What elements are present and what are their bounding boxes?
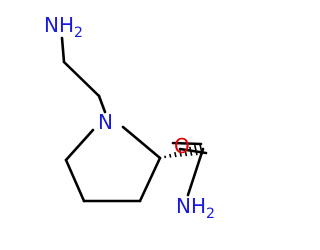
hashed-wedge-dash (198, 143, 204, 155)
hashed-wedge-dash (179, 150, 182, 157)
amine-n-main: NH (44, 13, 74, 37)
molecule-structure: NH2 N O NH2 (44, 13, 215, 222)
atom-label-ring-n: N (98, 110, 113, 134)
bond-c4-to-c5 (64, 158, 86, 203)
hashed-wedge-dash (174, 151, 177, 158)
bond-ethyl-c1-to-c2 (62, 60, 101, 98)
hashed-wedge-dash (184, 148, 188, 157)
bond-carbonyl-c-to-amide-n (186, 147, 205, 197)
hashed-wedge-dash (189, 146, 193, 156)
atom-label-amide-n: NH2 (176, 194, 215, 222)
amide-n-main: NH (176, 194, 206, 218)
bonds (60, 36, 208, 203)
amide-n-subscript: 2 (206, 206, 215, 222)
hashed-wedge-dash (169, 153, 172, 158)
bond-c5-to-ring-n (64, 128, 95, 162)
bond-ring-n-to-c2 (121, 125, 162, 160)
hashed-wedge-dash (193, 144, 198, 156)
bond-amine-n-to-ethyl-c1 (60, 36, 66, 64)
atom-label-amine-n: NH2 (44, 13, 83, 41)
atom-label-carbonyl-o: O (174, 134, 190, 158)
hashed-wedge-dash (164, 155, 167, 159)
amine-n-subscript: 2 (74, 25, 83, 41)
bond-carbonyl-c-to-o-a (171, 141, 203, 146)
stereo-hashed-wedge (159, 143, 204, 159)
bond-ethyl-c2-to-ring-n (97, 94, 107, 114)
bond-c2-to-c3 (138, 156, 162, 203)
atom-labels: NH2 N O NH2 (44, 13, 215, 222)
